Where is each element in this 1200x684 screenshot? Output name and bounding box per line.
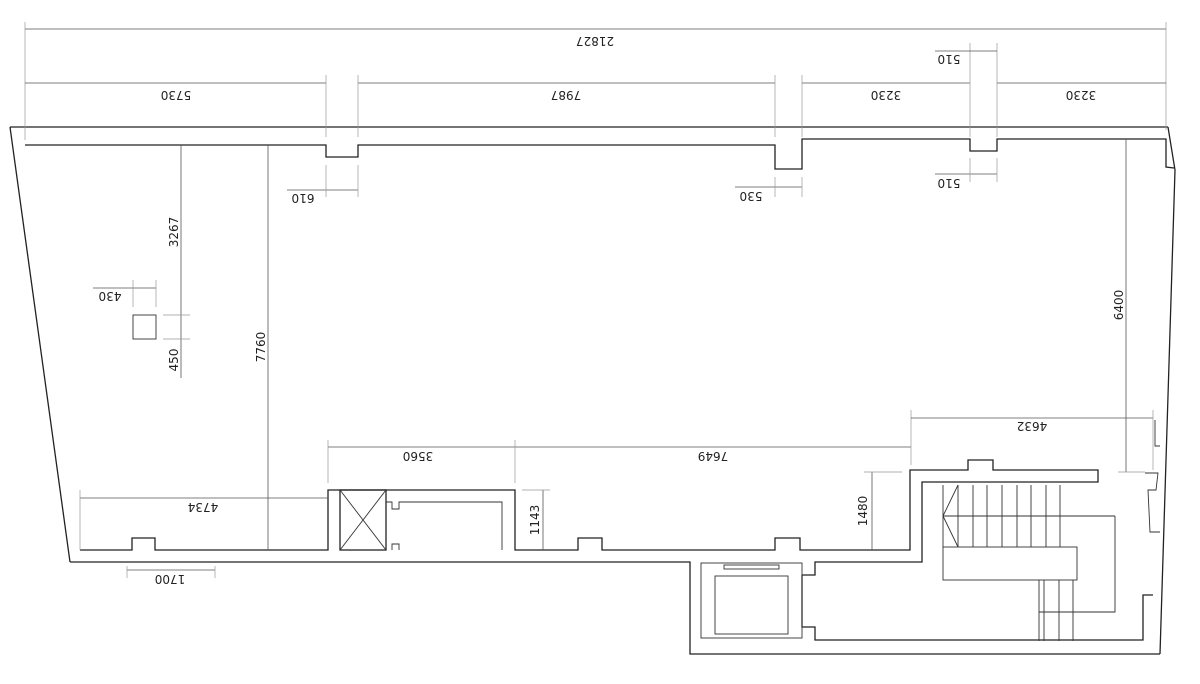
dim-pier-510-top: 510 (938, 52, 961, 66)
dim-niche-width: 1700 (155, 572, 186, 586)
dim-top-seg-1: 5730 (161, 88, 192, 102)
column-icon (132, 314, 157, 340)
outer-walls (9, 126, 1176, 655)
dim-pier-530: 530 (740, 189, 763, 203)
dim-column-width: 430 (99, 289, 122, 303)
dim-pier-510-bottom: 510 (938, 176, 961, 190)
dim-shaft-depth: 1143 (528, 505, 542, 536)
dim-left-depth: 7760 (254, 332, 268, 363)
dim-stair-setback: 1480 (856, 496, 870, 527)
dim-pier-610: 610 (292, 191, 315, 205)
inner-walls (25, 138, 1175, 641)
service-shaft (339, 489, 503, 551)
dim-overall-width: 21827 (576, 34, 614, 48)
dim-shaft-width: 3560 (403, 449, 434, 463)
dim-top-seg-2: 7987 (551, 88, 582, 102)
dimension-lines (24, 22, 1167, 578)
dim-right-depth: 6400 (1112, 290, 1126, 321)
dimension-labels: 21827 5730 7987 3230 3230 610 530 510 51… (99, 34, 1126, 586)
dim-middle-width: 7649 (698, 449, 729, 463)
dim-column-depth: 450 (167, 349, 181, 372)
dim-top-seg-4: 3230 (1066, 88, 1097, 102)
dim-right-bottom-width: 4632 (1017, 419, 1048, 433)
stair-icon (942, 484, 1116, 641)
dim-bottom-left-width: 4734 (188, 500, 219, 514)
dim-top-seg-3: 3230 (871, 88, 902, 102)
dim-column-offset: 3267 (167, 217, 181, 248)
elevator-icon (700, 562, 803, 639)
